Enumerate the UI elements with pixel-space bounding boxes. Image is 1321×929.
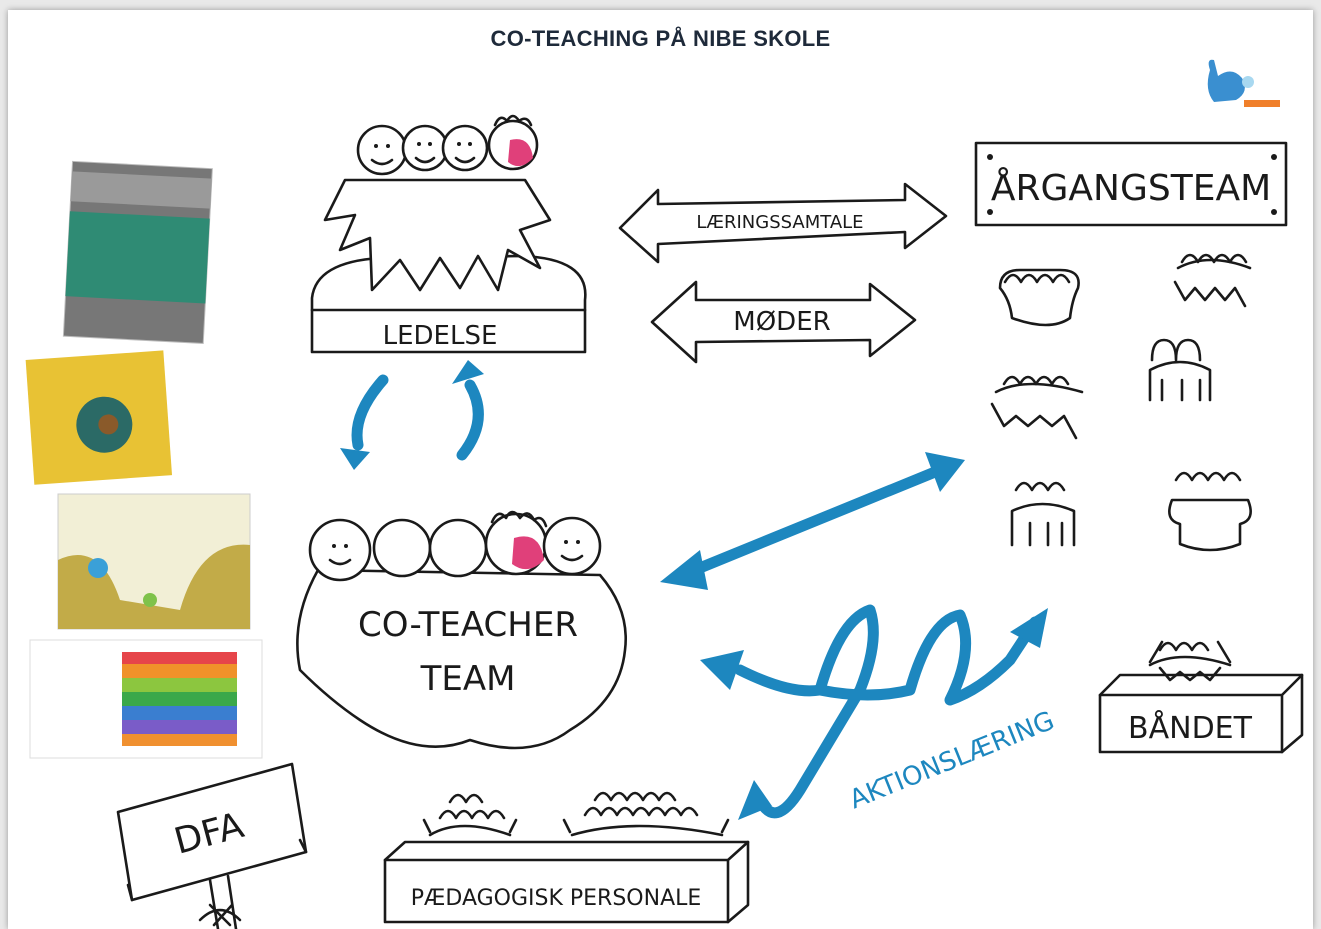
yellow-book-thumbnail	[25, 350, 173, 485]
laeringssamtale-label: LÆRINGSSAMTALE	[696, 212, 863, 233]
book-cover-thumbnail	[62, 160, 213, 344]
aargangsteam-label: ÅRGANGSTEAM	[991, 166, 1271, 209]
ledelse-label: LEDELSE	[383, 321, 498, 351]
school-logo	[1207, 59, 1280, 107]
page-title: CO-TEACHING PÅ NIBE SKOLE	[490, 26, 831, 51]
aktionslaering-label: AKTIONSLÆRING	[845, 706, 1058, 815]
laeringssamtale-arrow: LÆRINGSSAMTALE	[618, 182, 948, 264]
paedagogisk-personale-group: PÆDAGOGISK PERSONALE	[383, 791, 750, 924]
illustration-thumbnail	[57, 493, 251, 630]
moeder-arrow: MØDER	[650, 280, 917, 364]
dfa-label: DFA	[170, 805, 248, 863]
aargangsteam-box: ÅRGANGSTEAM	[974, 141, 1288, 227]
feedback-loop-arrows	[340, 360, 484, 470]
ledelse-group: LEDELSE	[310, 114, 587, 354]
co-teacher-label-line1: CO-TEACHER	[358, 605, 578, 645]
baandet-label: BÅNDET	[1128, 710, 1253, 746]
baandet-box: BÅNDET	[1098, 640, 1304, 754]
co-teacher-label-line2: TEAM	[420, 659, 516, 699]
coteacher-aargang-arrow	[660, 452, 965, 590]
team-doodles	[990, 253, 1252, 552]
co-teacher-team-group: CO-TEACHER TEAM	[296, 510, 627, 750]
moeder-label: MØDER	[733, 307, 830, 337]
drawing-sheet	[8, 10, 1313, 929]
aktionslaering-arrow: AKTIONSLÆRING	[700, 604, 1059, 820]
dfa-sign: DFA	[116, 762, 308, 929]
paedagogisk-label: PÆDAGOGISK PERSONALE	[411, 886, 702, 911]
color-bars-thumbnail	[29, 639, 263, 759]
